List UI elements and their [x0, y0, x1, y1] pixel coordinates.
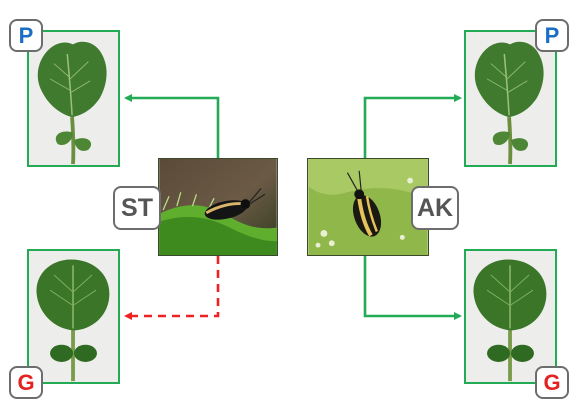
- plant-panel-p-left: [27, 30, 120, 167]
- label-badge-st: ST: [113, 186, 161, 230]
- striped-beetle-image: [308, 159, 428, 255]
- beetle-photo-st: [158, 158, 278, 256]
- plant-panel-g-left: [27, 249, 120, 384]
- beetle-photo-ak: [307, 158, 429, 256]
- plant-panel-g-right: [464, 249, 557, 384]
- round-leaf-plant-image: [29, 251, 118, 382]
- flea-beetle-image: [159, 159, 277, 255]
- arrow-ak-to-p-right: [363, 94, 462, 158]
- label-badge-g-right: G: [535, 366, 569, 399]
- round-leaf-plant-image: [466, 251, 555, 382]
- label-badge-g-left: G: [9, 366, 43, 399]
- lobed-leaf-plant-image: [466, 32, 555, 165]
- arrow-st-to-g-left: [124, 256, 220, 320]
- label-badge-p-right: P: [535, 19, 569, 52]
- arrow-ak-to-g-right: [363, 256, 462, 320]
- plant-panel-p-right: [464, 30, 557, 167]
- label-badge-ak: AK: [411, 186, 459, 230]
- label-badge-p-left: P: [9, 19, 43, 52]
- arrow-st-to-p-left: [124, 94, 220, 158]
- lobed-leaf-plant-image: [29, 32, 118, 165]
